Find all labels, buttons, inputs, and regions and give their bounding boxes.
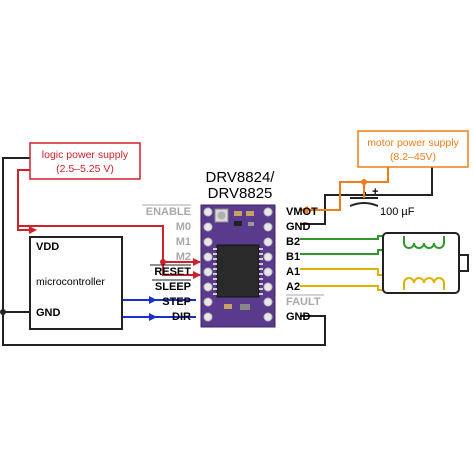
board-title-line1: DRV8824/: [206, 169, 276, 186]
motor-supply-title: motor power supply: [367, 137, 459, 149]
capacitor-value: 100 µF: [380, 206, 415, 218]
motor-supply-range: (8.2–45V): [390, 151, 436, 163]
pin-vmot: VMOT: [286, 206, 318, 218]
ground-junction-dot: [0, 309, 6, 315]
pin-m1: M1: [176, 236, 191, 248]
driver-board: [200, 204, 276, 328]
reset-arrow: [193, 258, 201, 266]
logic-supply-title: logic power supply: [42, 149, 129, 161]
pin-sleep: SLEEP: [155, 281, 191, 293]
capacitor: [349, 182, 379, 207]
step-arrow: [149, 296, 157, 304]
pin-a2: A2: [286, 281, 300, 293]
logic-supply-range: (2.5–5.25 V): [56, 163, 114, 175]
mcu-gnd-label: GND: [36, 307, 61, 319]
left-header-pins: [203, 207, 213, 322]
logic-supply-box: [29, 142, 141, 180]
pin-dir: DIR: [172, 311, 191, 323]
pin-gnd-bottom: GND: [286, 311, 311, 323]
driver-chip: [216, 244, 260, 298]
pin-gnd-top: GND: [286, 221, 311, 233]
motor-supply-box: [357, 130, 469, 168]
pin-fault: FAULT: [286, 296, 321, 308]
right-header-pins: [263, 207, 273, 322]
vmot-arrow: [300, 206, 308, 214]
dir-arrow: [149, 313, 157, 321]
sleep-arrow: [193, 271, 201, 279]
capacitor-polarity: +: [372, 186, 378, 198]
pin-b1: B1: [286, 251, 300, 263]
reset-sleep-junction: [160, 259, 166, 265]
vdd-arrow: [29, 226, 37, 234]
board-title-line2: DRV8825: [208, 185, 273, 202]
pin-m0: M0: [176, 221, 191, 233]
pin-b2: B2: [286, 236, 300, 248]
mcu-vdd-label: VDD: [36, 241, 59, 253]
pin-a1: A1: [286, 266, 300, 278]
microcontroller-box: [29, 236, 123, 330]
pin-m2: M2: [176, 251, 191, 263]
pin-step: STEP: [162, 296, 191, 308]
stepper-motor: [382, 232, 469, 294]
signal-wiring: [122, 299, 196, 318]
mcu-label: microcontroller: [36, 276, 105, 288]
pin-reset: RESET: [154, 266, 191, 278]
pin-enable: ENABLE: [146, 206, 191, 218]
